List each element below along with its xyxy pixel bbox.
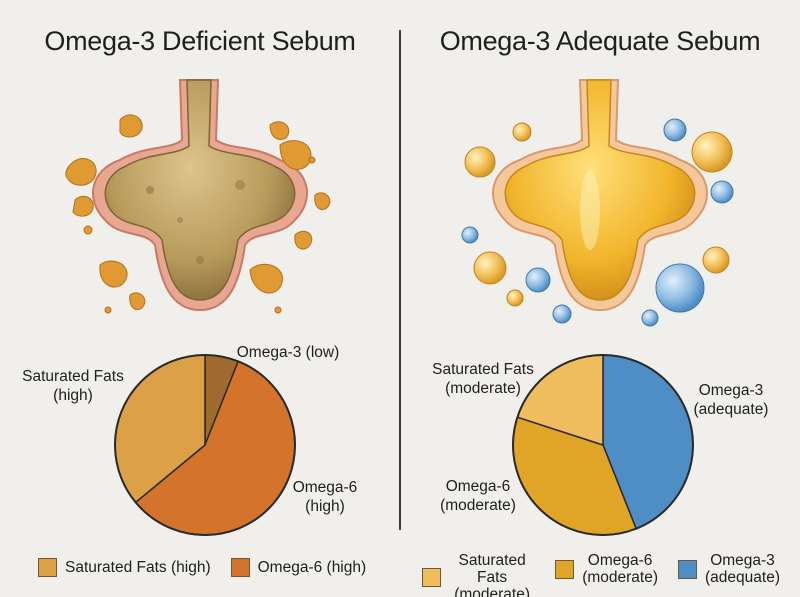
right-label-omega-3: Omega-3 (adequate) [693,382,769,418]
left-panel-title: Omega-3 Deficient Sebum [44,26,356,56]
pie-outline [114,354,296,536]
right-panel-title: Omega-3 Adequate Sebum [439,26,761,56]
legend-swatch [422,568,441,587]
right-label-saturated-fats: Saturated Fats (moderate) [432,361,534,397]
legend-swatch [38,558,57,577]
legend-swatch [555,559,575,579]
right-legend-item: Omega-6 (moderate) [555,552,658,586]
gland-body [492,79,708,312]
right-legend: Saturated Fats (moderate) Omega-6 (modera… [422,552,800,597]
legend-label: Omega-6 (moderate) [582,552,659,586]
deficient-sebaceous-gland-illustration [65,79,331,314]
legend-label: Saturated Fats (high) [65,559,211,576]
right-legend-item: Saturated Fats (moderate) [422,552,535,597]
legend-label: Omega-6 (high) [257,559,367,576]
legend-swatch [678,559,698,579]
right-legend-item: Omega-3 (adequate) [678,552,780,586]
legend-swatch [230,558,250,577]
sebum-droplets [461,118,734,327]
right-label-omega-6: Omega-6 (moderate) [440,478,516,514]
legend-label: Saturated Fats (moderate) [454,552,530,597]
adequate-sebaceous-gland-illustration [461,79,734,327]
panel-divider [399,30,401,530]
left-label-saturated-fats: Saturated Fats (high) [22,368,124,404]
legend-label: Omega-3 (adequate) [705,552,780,586]
left-label-omega-3: Omega-3 (low) [236,344,340,361]
left-legend-item: Omega-6 (high) [230,558,367,577]
sebum-droplets [65,114,331,314]
deficient-sebum-pie-chart [114,354,296,536]
adequate-sebum-pie-chart [512,354,694,536]
left-legend-item: Saturated Fats (high) [38,558,211,577]
pie-outline [512,354,694,536]
left-label-omega-6: Omega-6 (high) [292,479,358,515]
left-legend: Saturated Fats (high) Omega-6 (high) [38,558,386,577]
